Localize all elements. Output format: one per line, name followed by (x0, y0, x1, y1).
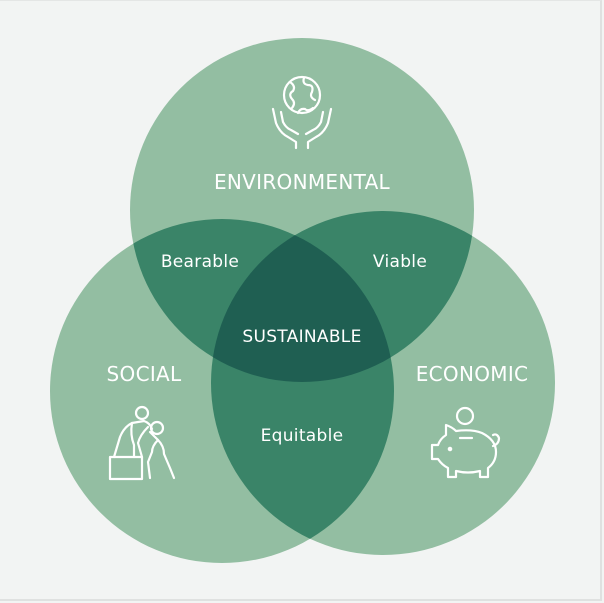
bearable-label: Bearable (160, 252, 240, 272)
viable-label: Viable (372, 252, 428, 272)
globe-in-hands-icon (271, 75, 333, 150)
helping-hand-people-icon (108, 405, 176, 481)
social-label: SOCIAL (106, 362, 182, 386)
equitable-label: Equitable (260, 426, 344, 446)
economic-label: ECONOMIC (415, 362, 529, 386)
sustainable-label: SUSTAINABLE (242, 327, 362, 347)
sustainable-region (211, 219, 394, 382)
piggy-bank-coin-icon (430, 406, 501, 479)
environmental-label: ENVIRONMENTAL (213, 170, 391, 194)
